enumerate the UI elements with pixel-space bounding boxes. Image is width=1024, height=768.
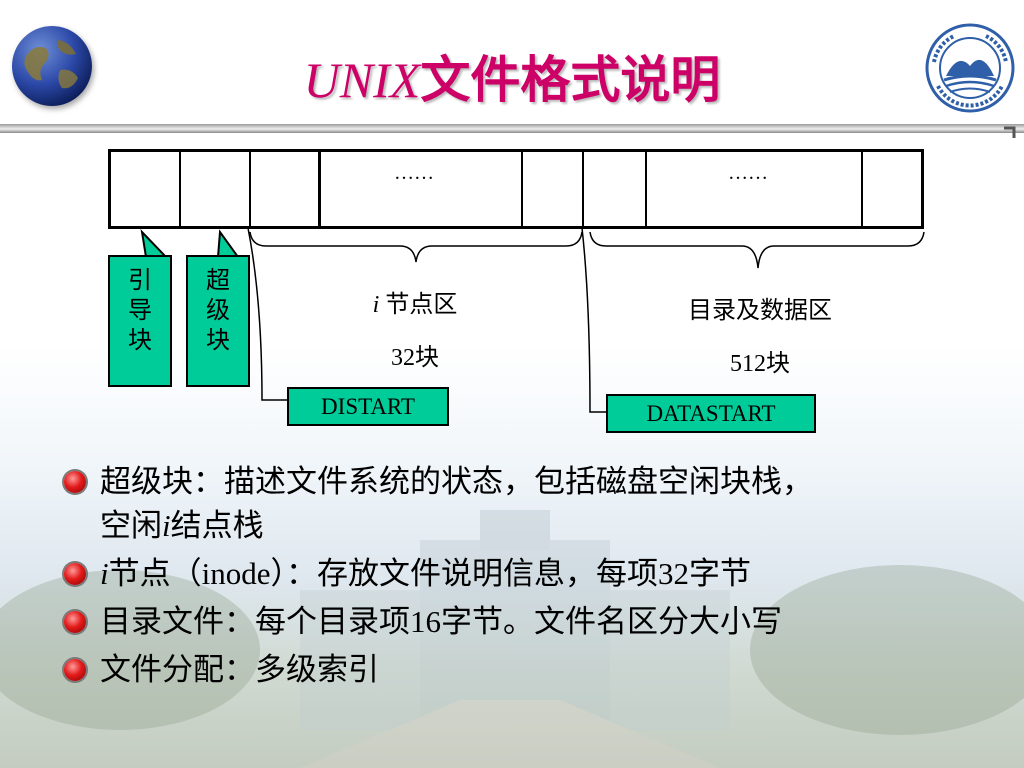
super-char: 块 bbox=[206, 326, 230, 354]
block-separator bbox=[249, 152, 251, 226]
title-cjk: 文件格式说明 bbox=[420, 52, 721, 108]
bullet-text: 节点（inode）：存放文件说明信息，每项32字节 bbox=[108, 556, 751, 591]
bullet-allocation: 文件分配：多级索引 bbox=[64, 648, 1014, 692]
bullet-text: 空闲 bbox=[100, 508, 162, 543]
inode-area-size: 32块 bbox=[391, 345, 439, 371]
divider-cap-icon bbox=[1004, 126, 1016, 138]
block-separator bbox=[861, 152, 863, 226]
block-separator bbox=[521, 152, 523, 226]
block-separator bbox=[645, 152, 647, 226]
bullet-text: 目录文件：每个目录项16字节。文件名区分大小写 bbox=[100, 604, 782, 639]
super-char: 级 bbox=[206, 296, 230, 324]
bullet-dot-icon bbox=[64, 471, 86, 493]
boot-char: 导 bbox=[128, 296, 152, 324]
bullet-dot-icon bbox=[64, 563, 86, 585]
title-latin: UNIX bbox=[303, 52, 421, 108]
bullet-text: 超级块：描述文件系统的状态，包括磁盘空闲块栈， bbox=[100, 464, 813, 499]
inode-brace bbox=[249, 231, 583, 263]
bullet-text: 结点栈 bbox=[170, 508, 264, 543]
super-callout-pointer bbox=[216, 229, 240, 258]
inode-italic-i: i bbox=[372, 292, 380, 318]
inode-ellipsis: …… bbox=[394, 162, 434, 184]
inode-area-text: 节点区 bbox=[379, 292, 458, 318]
datastart-tag: DATASTART bbox=[606, 394, 816, 433]
bullet-list: 超级块：描述文件系统的状态，包括磁盘空闲块栈， 空闲i结点栈 i节点（inode… bbox=[64, 460, 1014, 696]
data-area-label: 目录及数据区 bbox=[688, 298, 832, 324]
slide-title: UNIX文件格式说明 bbox=[0, 40, 1024, 112]
university-logo bbox=[925, 23, 1015, 113]
title-divider bbox=[0, 124, 1024, 133]
data-brace bbox=[589, 231, 925, 269]
data-ellipsis: …… bbox=[728, 162, 768, 184]
bullet-superblock: 超级块：描述文件系统的状态，包括磁盘空闲块栈， 空闲i结点栈 bbox=[64, 460, 1014, 548]
bullet-inode: i节点（inode）：存放文件说明信息，每项32字节 bbox=[64, 552, 1014, 596]
bullet-dot-icon bbox=[64, 611, 86, 633]
campus-background bbox=[0, 510, 1024, 768]
super-char: 超 bbox=[206, 266, 230, 294]
bullet-italic: i bbox=[100, 556, 109, 591]
boot-char: 引 bbox=[128, 266, 152, 294]
diagram-connectors bbox=[140, 227, 925, 413]
datastart-leader bbox=[581, 227, 606, 413]
data-area-size: 512块 bbox=[730, 351, 790, 377]
distart-tag: DISTART bbox=[287, 387, 449, 426]
bullet-italic: i bbox=[162, 508, 171, 543]
bullet-dot-icon bbox=[64, 659, 86, 681]
block-separator bbox=[582, 152, 584, 226]
distart-leader bbox=[247, 227, 288, 401]
boot-char: 块 bbox=[128, 326, 152, 354]
globe-icon bbox=[12, 26, 92, 106]
inode-area-label: i 节点区 bbox=[330, 284, 500, 319]
bullet-text: 文件分配：多级索引 bbox=[100, 652, 379, 687]
bullet-directory: 目录文件：每个目录项16字节。文件名区分大小写 bbox=[64, 600, 1014, 644]
block-separator bbox=[179, 152, 181, 226]
super-block-callout: 超 级 块 bbox=[186, 255, 250, 387]
disk-layout-bar: …… …… bbox=[108, 149, 924, 229]
block-separator bbox=[318, 152, 321, 226]
boot-callout-pointer bbox=[140, 229, 169, 258]
boot-block-callout: 引 导 块 bbox=[108, 255, 172, 387]
